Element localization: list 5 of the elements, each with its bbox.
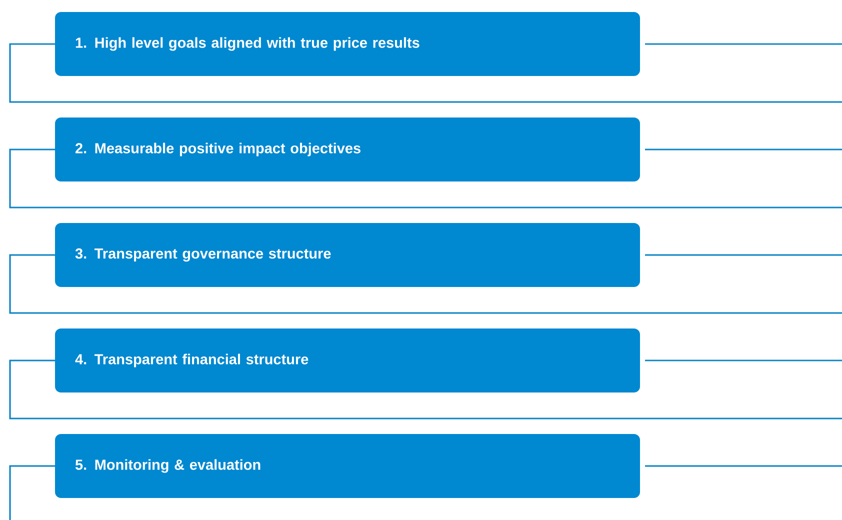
title-box: 3. Transparent governance structure	[55, 223, 640, 287]
title-box: 4. Transparent financial structure	[55, 328, 640, 392]
title-box: 2. Measurable positive impact objectives	[55, 118, 640, 182]
title-box: 5. Monitoring & evaluation	[55, 434, 640, 498]
title-box: 1. High level goals aligned with true price results	[55, 12, 640, 76]
